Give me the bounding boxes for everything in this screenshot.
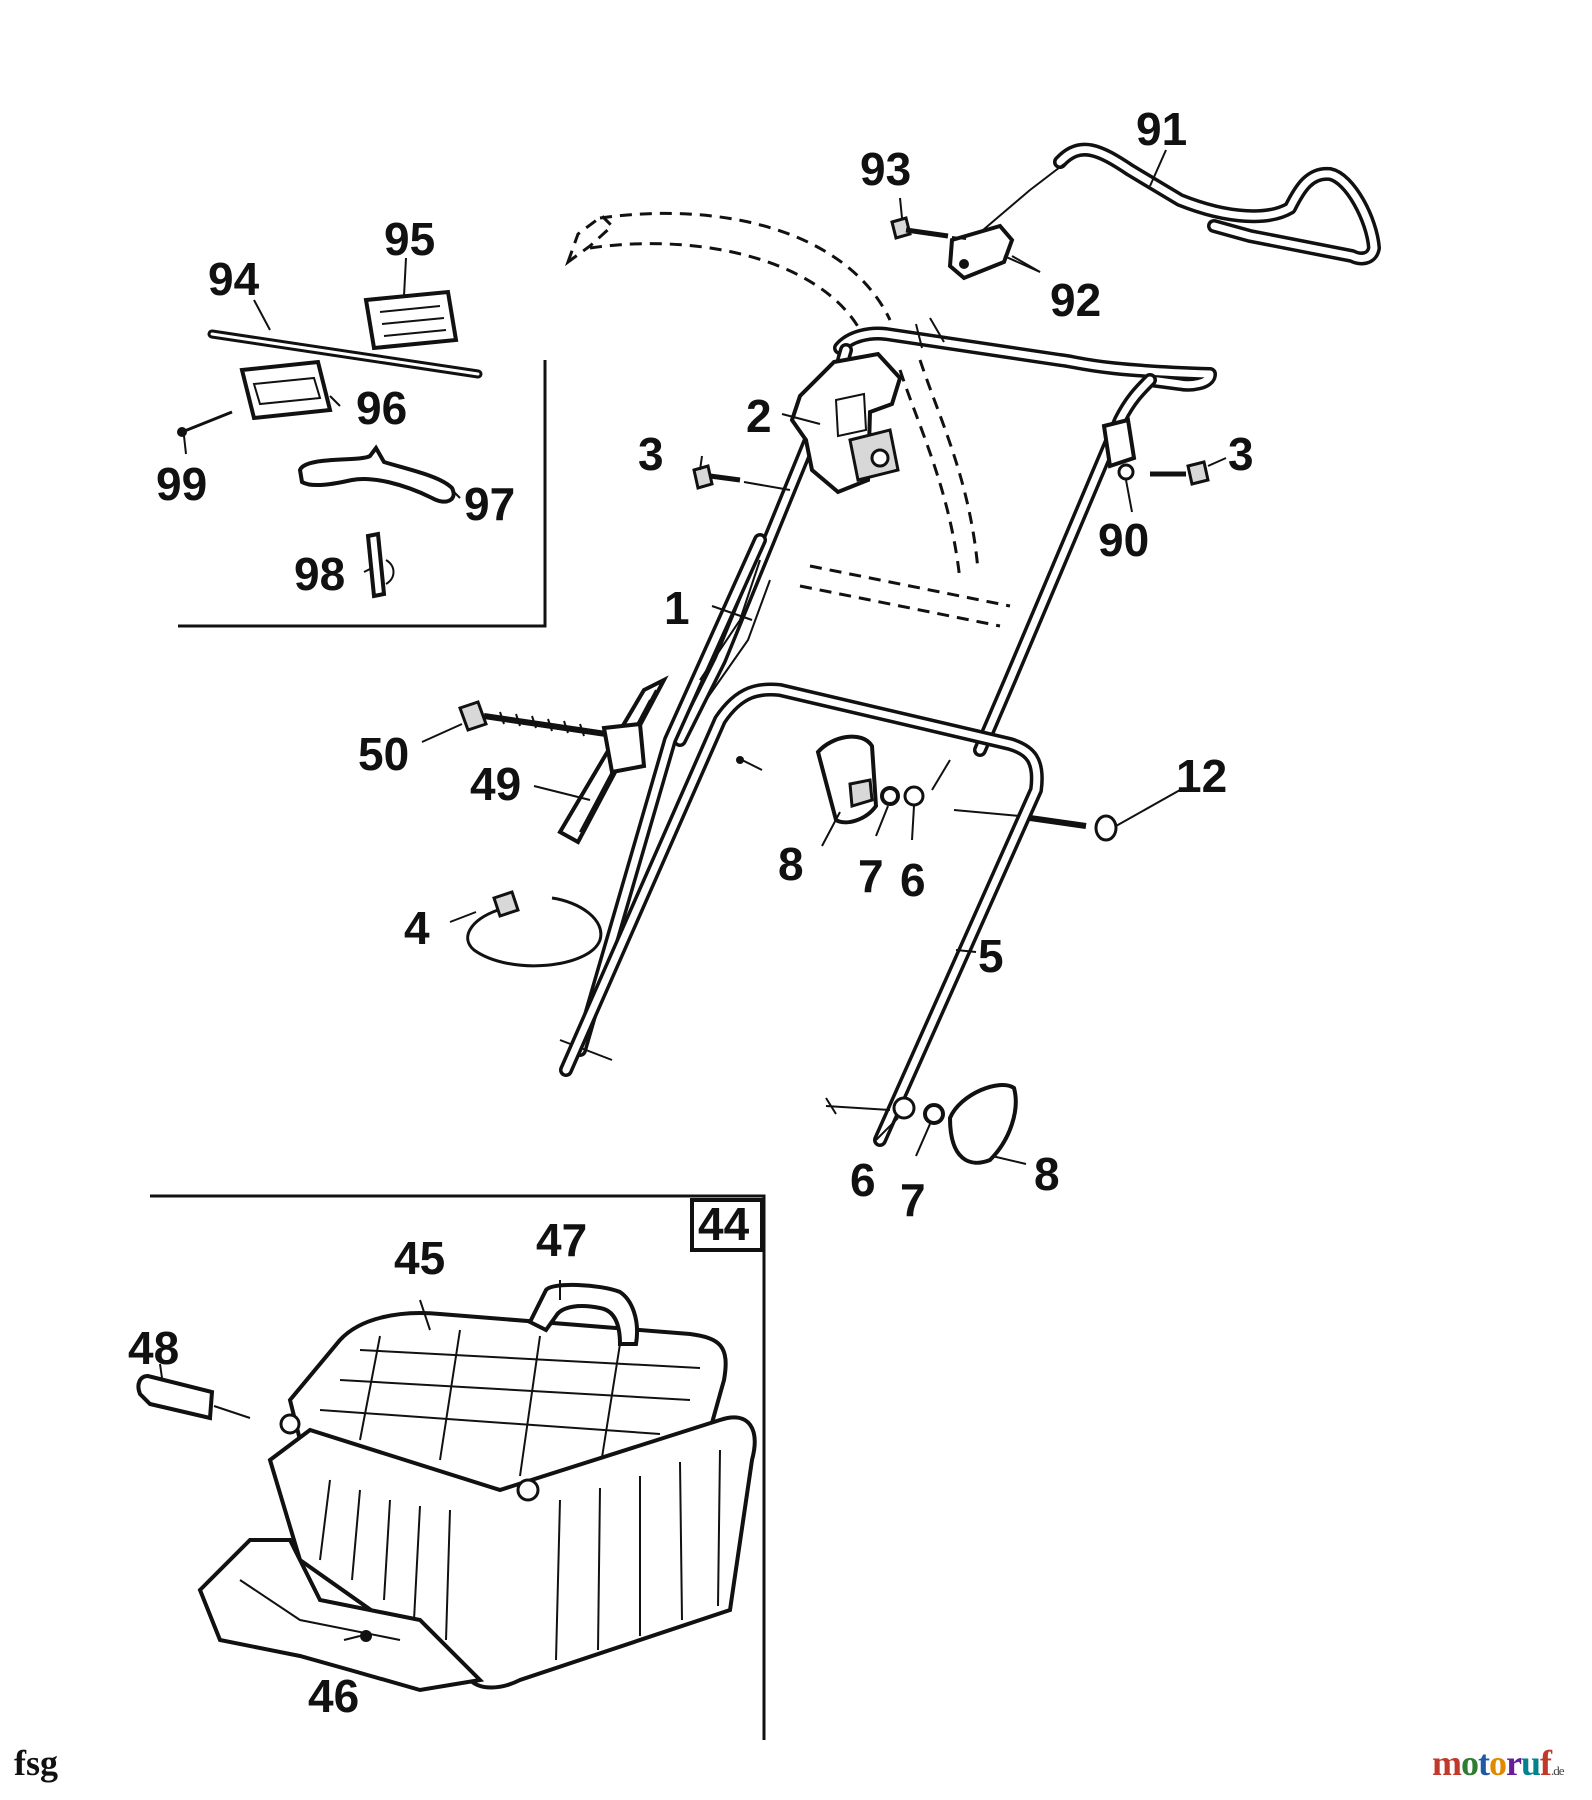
part-45-bag-lid [287, 1311, 728, 1493]
label-50: 50 [358, 728, 409, 780]
part-47-handle [527, 1282, 639, 1346]
inset-frame-top [178, 360, 547, 628]
logo-letter: t [1478, 1743, 1490, 1783]
label-47: 47 [536, 1214, 587, 1266]
part-90-knob [1101, 417, 1137, 481]
label-90: 90 [1098, 514, 1149, 566]
motoruf-logo[interactable]: motoruf.de [1432, 1742, 1565, 1784]
part-92-clip [947, 223, 1041, 281]
logo-tld: .de [1551, 1763, 1564, 1778]
part-5-lower-handle [559, 682, 1044, 1147]
logo-letter: r [1506, 1743, 1522, 1783]
part-7-washer-upper [880, 786, 900, 806]
part-44-box [690, 1198, 764, 1252]
label-45: 45 [394, 1232, 445, 1284]
part-96-clip [239, 359, 333, 421]
label-7-upper: 7 [858, 850, 884, 902]
label-8-lower: 8 [1034, 1148, 1060, 1200]
label-3-left: 3 [638, 428, 664, 480]
label-99: 99 [156, 458, 207, 510]
label-7-lower: 7 [900, 1174, 926, 1226]
part-4-clamp [466, 890, 603, 968]
label-93: 93 [860, 143, 911, 195]
label-92: 92 [1050, 274, 1101, 326]
label-2: 2 [746, 390, 772, 442]
part-6-washer-upper [903, 785, 925, 807]
part-49-rail [557, 559, 771, 845]
label-44: 44 [698, 1198, 750, 1250]
part-98-hook [365, 531, 395, 599]
part-99-screw [177, 410, 233, 437]
label-3-right: 3 [1228, 428, 1254, 480]
part-93-screw [890, 216, 967, 240]
logo-letter: o [1489, 1743, 1507, 1783]
part-91-bail [975, 142, 1381, 266]
part-8-knob-lower [947, 1082, 1018, 1165]
label-49: 49 [470, 758, 521, 810]
label-95: 95 [384, 213, 435, 265]
label-91: 91 [1136, 103, 1187, 155]
label-94: 94 [208, 253, 260, 305]
part-48-pin [136, 1373, 251, 1421]
part-50-bolt [458, 700, 607, 737]
label-8-upper: 8 [778, 838, 804, 890]
part-7-washer-lower [923, 1103, 945, 1125]
part-3-screw-right [1150, 460, 1210, 486]
label-6-lower: 6 [850, 1154, 876, 1206]
label-48: 48 [128, 1322, 179, 1374]
fold-arrow [564, 211, 892, 331]
label-6-upper: 6 [900, 854, 926, 906]
diagram-code: fsg [14, 1743, 58, 1783]
part-2-switch-box [789, 351, 903, 495]
label-98: 98 [294, 548, 345, 600]
part-46-chute [197, 1538, 485, 1693]
label-46: 46 [308, 1670, 359, 1722]
part-12-bolt [953, 809, 1118, 842]
logo-letter: f [1540, 1743, 1552, 1783]
part-95-block [363, 289, 459, 351]
part-97-bracket [297, 444, 456, 504]
label-5: 5 [978, 930, 1004, 982]
label-1: 1 [664, 582, 690, 634]
part-6-washer-lower [892, 1096, 916, 1120]
logo-letter: u [1520, 1743, 1541, 1783]
leader-lines [159, 149, 1227, 1641]
logo-letter: m [1432, 1743, 1462, 1783]
label-4: 4 [404, 902, 430, 954]
lower-axis-line [825, 1097, 891, 1115]
label-97: 97 [464, 478, 515, 530]
part-94-rod [207, 329, 483, 379]
label-12: 12 [1176, 750, 1227, 802]
part-8-knob-upper [815, 734, 879, 825]
inset-frame-bag [150, 1194, 766, 1740]
label-96: 96 [356, 382, 407, 434]
logo-letter: o [1461, 1743, 1479, 1783]
part-3-screw-left [692, 464, 791, 491]
